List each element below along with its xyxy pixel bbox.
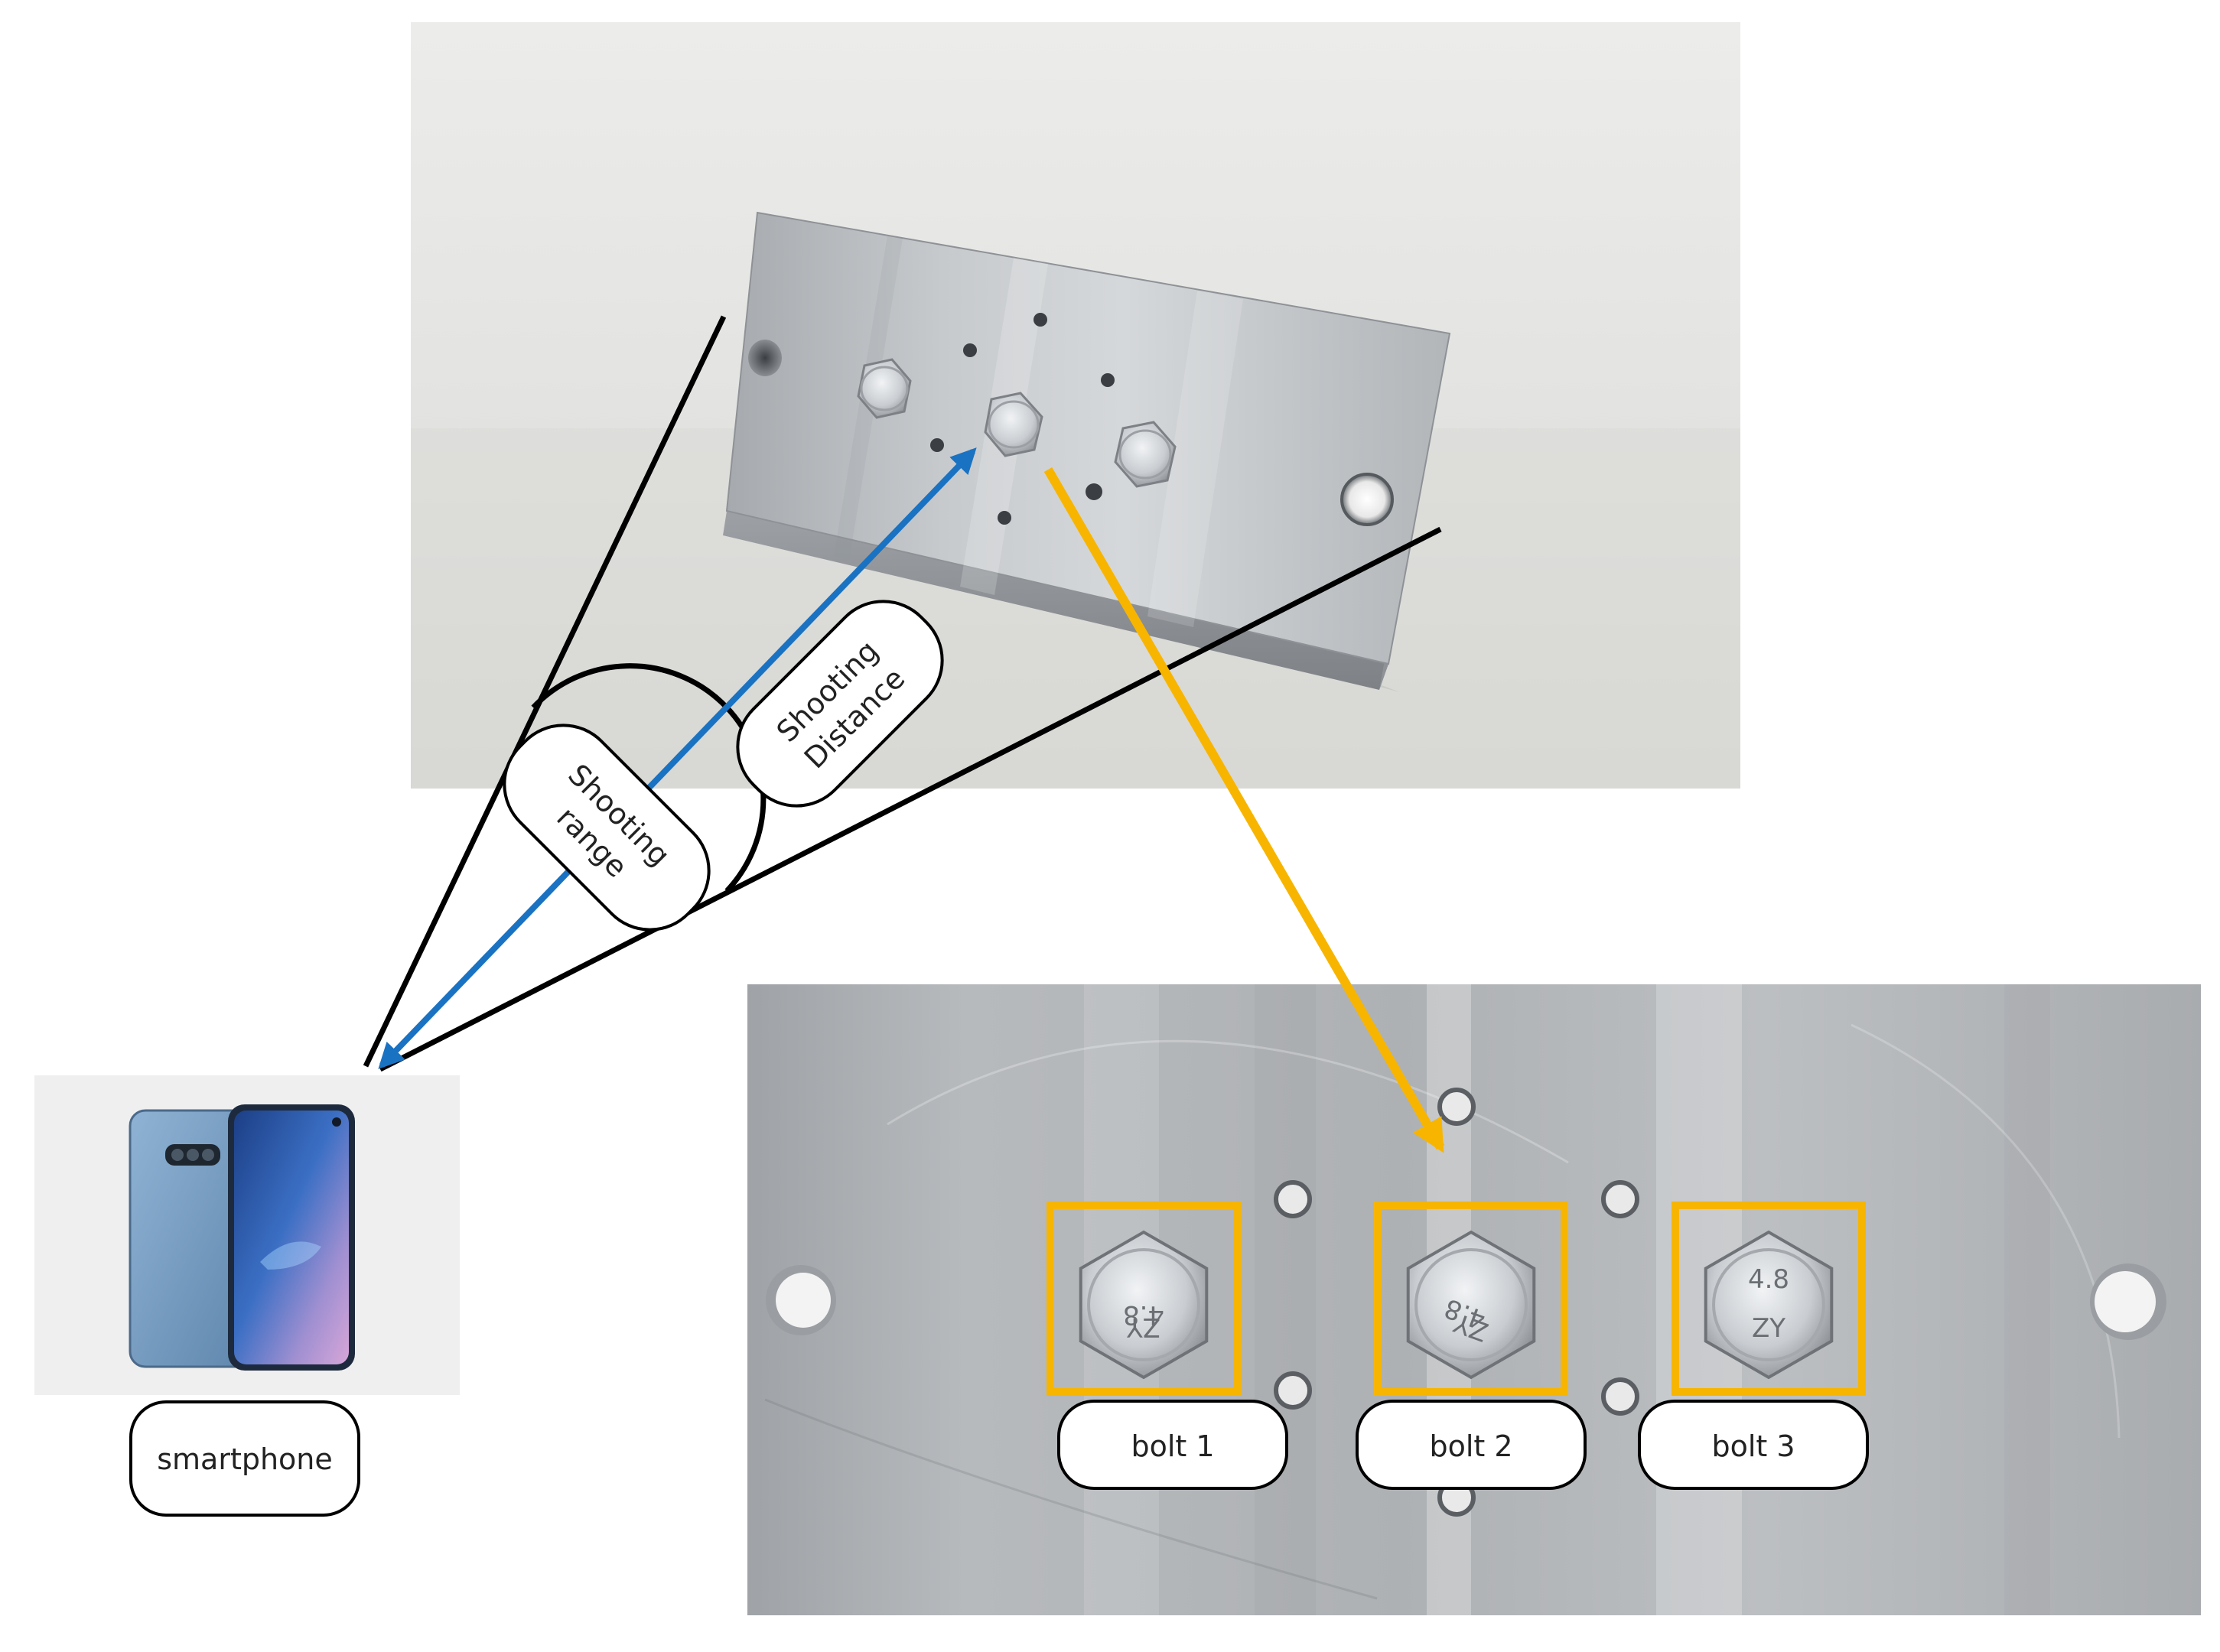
bolt-marking-alt: ZY	[1752, 1313, 1785, 1344]
bolt-2-highlight-box	[1374, 1202, 1568, 1396]
hex-bolt-icon: 4.8ZY	[1079, 1230, 1209, 1380]
hex-bolt-icon	[1114, 421, 1177, 488]
hex-bolt-icon: 4.8ZY	[1704, 1230, 1834, 1380]
hex-bolt-icon: 4.8ZY	[1406, 1230, 1536, 1380]
drill-hole-icon	[748, 340, 782, 376]
bolt-label-2: bolt 2	[1356, 1400, 1587, 1490]
smartphone-icon	[129, 1104, 355, 1371]
bolt-marking-alt: ZY	[1127, 1312, 1160, 1342]
smartphone-label-text: smartphone	[157, 1442, 333, 1476]
drill-hole-icon	[766, 1265, 836, 1335]
bolt-label-1-text: bolt 1	[1131, 1429, 1214, 1463]
overview-photo	[411, 22, 1740, 789]
drill-hole-icon	[1340, 473, 1394, 526]
bolt-marking: 4.8	[1748, 1264, 1789, 1295]
hex-bolt-icon	[984, 392, 1043, 457]
bolt-label-3-text: bolt 3	[1711, 1429, 1795, 1463]
smartphone-photo	[34, 1075, 460, 1395]
bolt-marking: 4.8	[1123, 1299, 1164, 1330]
bolt-label-1: bolt 1	[1057, 1400, 1288, 1490]
bolt-label-3: bolt 3	[1638, 1400, 1869, 1490]
bolt-1-highlight-box	[1047, 1202, 1241, 1396]
bolt-label-2-text: bolt 2	[1429, 1429, 1512, 1463]
hex-bolt-icon	[857, 358, 912, 419]
drill-hole-icon	[2090, 1263, 2166, 1340]
detail-arrow	[1043, 467, 1445, 1153]
bolt-3-highlight-box	[1672, 1202, 1866, 1396]
shooting-distance-label: Shooting Distance	[736, 600, 944, 808]
shooting-distance-arrow	[378, 447, 977, 1069]
smartphone-label: smartphone	[129, 1400, 360, 1517]
